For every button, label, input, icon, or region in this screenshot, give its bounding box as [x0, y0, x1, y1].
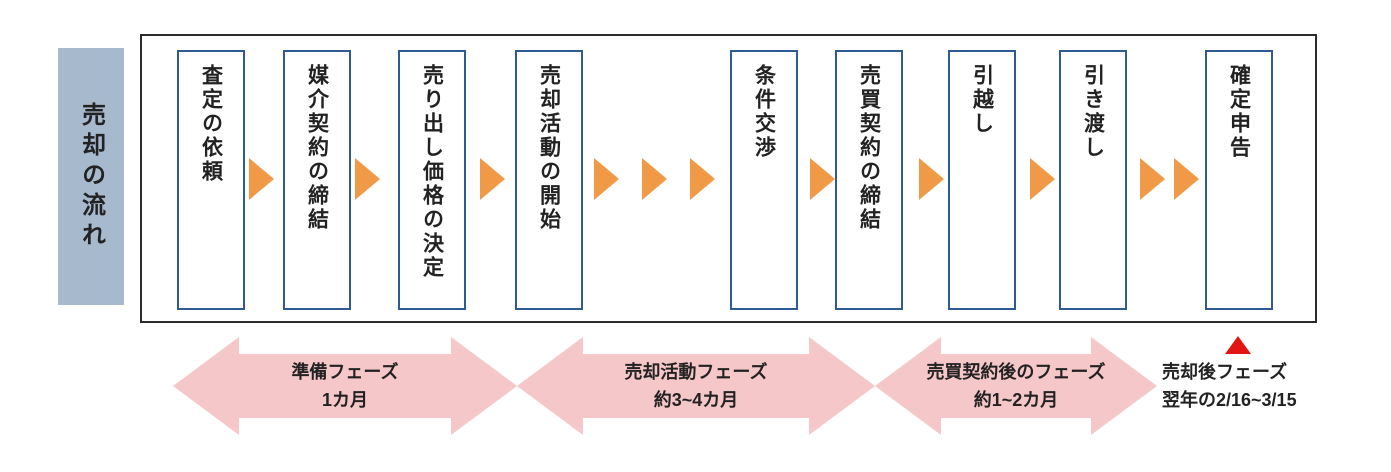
phase-name: 準備フェーズ: [291, 362, 399, 382]
step-label: 条件交渉: [752, 64, 776, 160]
phase-duration: 1カ月: [321, 390, 368, 410]
phase-arrow-body: [940, 354, 1092, 418]
phase-arrow-preparation: 準備フェーズ 1カ月: [173, 337, 517, 435]
step-label: 売却活動の開始: [537, 64, 561, 232]
phase-duration: 約1~2カ月: [973, 390, 1059, 410]
step-box-moving-out: 引越し: [948, 50, 1016, 310]
post-sale-phase-label: 売却後フェーズ 翌年の2/16~3/15: [1162, 358, 1297, 414]
step-box-appraisal-request: 査定の依頼: [177, 50, 245, 310]
phase-arrow-sales-activity: 売却活動フェーズ 約3~4カ月: [517, 337, 875, 435]
post-sale-phase-name: 売却後フェーズ: [1162, 362, 1288, 382]
step-label: 査定の依頼: [199, 64, 223, 184]
arrow-cluster: [1140, 158, 1199, 200]
arrow-cluster: [919, 158, 944, 200]
arrow-cluster: [1030, 158, 1055, 200]
arrow-cluster: [810, 158, 835, 200]
diagram-title-bar: 売却の流れ: [58, 48, 124, 305]
step-box-handover: 引き渡し: [1059, 50, 1127, 310]
arrow-right-icon: [1140, 158, 1165, 200]
step-box-tax-return: 確定申告: [1205, 50, 1273, 310]
triangle-up-icon: [1225, 336, 1251, 354]
arrow-right-icon: [919, 158, 944, 200]
phase-duration: 約3~4カ月: [653, 390, 739, 410]
phase-label: 準備フェーズ 1カ月: [173, 337, 517, 435]
step-label: 引き渡し: [1081, 64, 1105, 160]
diagram-title: 売却の流れ: [77, 101, 105, 252]
step-label: 媒介契約の締結: [305, 64, 329, 232]
phase-arrow-body: [582, 354, 810, 418]
arrow-cluster: [355, 158, 380, 200]
step-label: 売買契約の締結: [857, 64, 881, 232]
phase-name: 売却活動フェーズ: [624, 362, 768, 382]
arrow-right-icon: [690, 158, 715, 200]
arrow-cluster: [249, 158, 274, 200]
step-box-brokerage-contract: 媒介契約の締結: [283, 50, 351, 310]
step-box-sales-contract: 売買契約の締結: [835, 50, 903, 310]
phase-label: 売買契約後のフェーズ 約1~2カ月: [875, 337, 1157, 435]
arrow-right-icon: [594, 158, 619, 200]
phase-name: 売買契約後のフェーズ: [926, 362, 1106, 382]
arrow-right-icon: [480, 158, 505, 200]
arrow-right-icon: [1030, 158, 1055, 200]
step-box-listing-price: 売り出し価格の決定: [398, 50, 466, 310]
arrow-right-icon: [355, 158, 380, 200]
step-label: 確定申告: [1227, 64, 1251, 160]
phase-label: 売却活動フェーズ 約3~4カ月: [517, 337, 875, 435]
step-box-sales-activity-start: 売却活動の開始: [515, 50, 583, 310]
phase-arrow-body: [238, 354, 452, 418]
arrow-right-icon: [1174, 158, 1199, 200]
post-sale-phase-period: 翌年の2/16~3/15: [1162, 390, 1297, 410]
phase-arrow-after-contract: 売買契約後のフェーズ 約1~2カ月: [875, 337, 1157, 435]
arrow-right-icon: [810, 158, 835, 200]
arrow-right-icon: [249, 158, 274, 200]
flow-frame: 査定の依頼 媒介契約の締結 売り出し価格の決定 売却活動の開始 条件交渉: [140, 34, 1317, 323]
arrow-cluster: [594, 158, 715, 200]
step-box-negotiation: 条件交渉: [730, 50, 798, 310]
arrow-cluster: [480, 158, 505, 200]
step-label: 売り出し価格の決定: [420, 64, 444, 280]
step-label: 引越し: [970, 64, 994, 136]
arrow-right-icon: [642, 158, 667, 200]
